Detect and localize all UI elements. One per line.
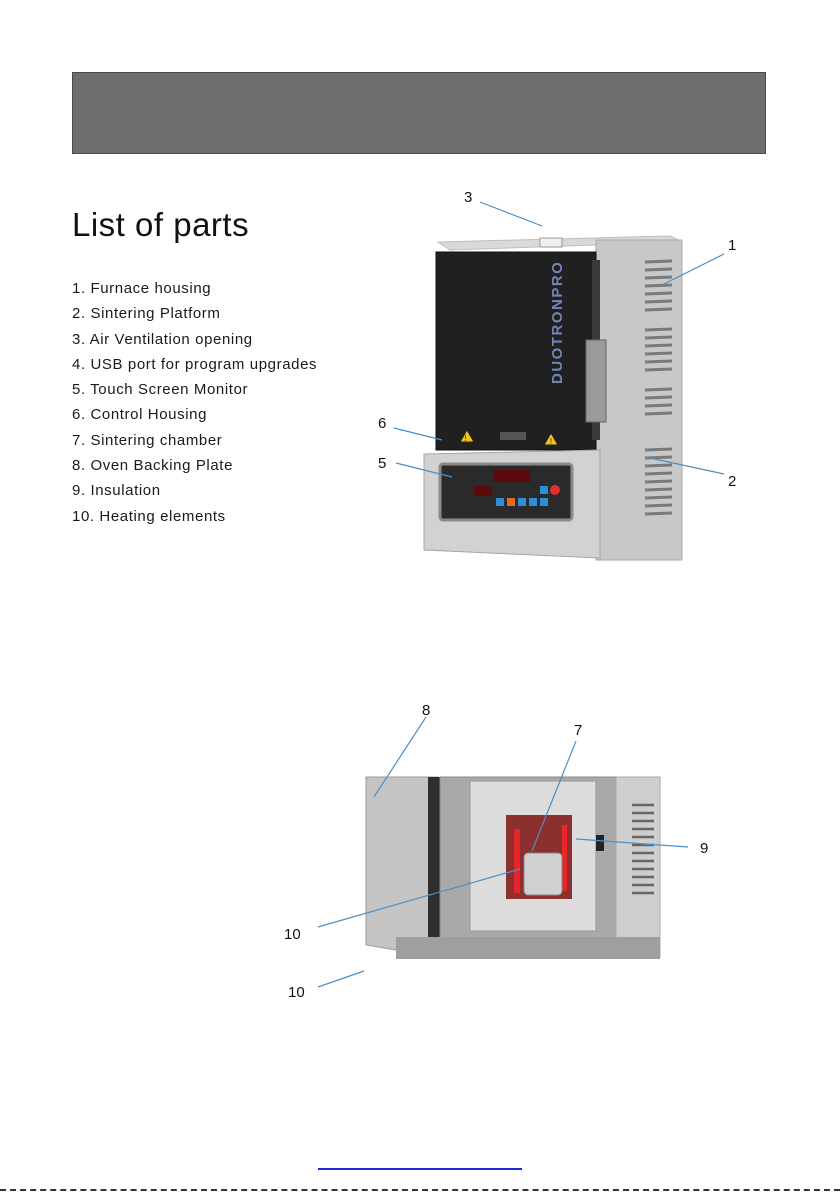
furnace-exterior-illustration: DUOTRONPRO ! ! <box>360 180 760 570</box>
svg-text:!: ! <box>550 437 552 446</box>
callout-3: 3 <box>464 190 472 205</box>
part-item: 2. Sintering Platform <box>72 301 317 326</box>
sintering-crucible <box>524 853 562 895</box>
control-housing <box>396 937 660 959</box>
part-item: 4. USB port for program upgrades <box>72 352 317 377</box>
part-item: 1. Furnace housing <box>72 276 317 301</box>
air-vent-cap <box>540 238 562 247</box>
part-item: 5. Touch Screen Monitor <box>72 377 317 402</box>
page-bottom-rule <box>0 1189 840 1191</box>
usb-port <box>596 835 604 851</box>
callout-9: 9 <box>700 841 708 856</box>
part-item: 8. Oven Backing Plate <box>72 453 317 478</box>
furnace-interior-figure: 8 7 9 10 10 <box>270 695 740 1015</box>
part-item: 10. Heating elements <box>72 504 317 529</box>
heating-element <box>514 829 520 893</box>
display-readout <box>474 486 492 496</box>
furnace-exterior-figure: DUOTRONPRO ! ! <box>360 180 760 570</box>
parts-list: 1. Furnace housing 2. Sintering Platform… <box>72 276 317 529</box>
footer-link-underline[interactable] <box>318 1168 522 1170</box>
part-item: 6. Control Housing <box>72 402 317 427</box>
callout-10: 10 <box>288 985 305 1000</box>
oven-backing-plate <box>366 777 438 957</box>
header-band <box>72 72 766 154</box>
callout-1: 1 <box>728 238 736 253</box>
callout-5: 5 <box>378 456 386 471</box>
part-item: 3. Air Ventilation opening <box>72 327 317 352</box>
furnace-interior-illustration <box>270 695 740 1015</box>
heating-element <box>562 825 567 891</box>
door-handle <box>500 432 526 440</box>
callout-7: 7 <box>574 723 582 738</box>
brand-logo: DUOTRONPRO <box>549 261 566 384</box>
callout-2: 2 <box>728 474 736 489</box>
callout-10: 10 <box>284 927 301 942</box>
door-latch <box>586 340 606 422</box>
display-readout <box>494 470 530 482</box>
svg-text:!: ! <box>464 434 466 443</box>
door-edge <box>428 777 440 953</box>
part-item: 7. Sintering chamber <box>72 428 317 453</box>
part-item: 9. Insulation <box>72 478 317 503</box>
callout-6: 6 <box>378 416 386 431</box>
section-title: List of parts <box>72 206 249 244</box>
furnace-door <box>436 252 596 450</box>
callout-8: 8 <box>422 703 430 718</box>
